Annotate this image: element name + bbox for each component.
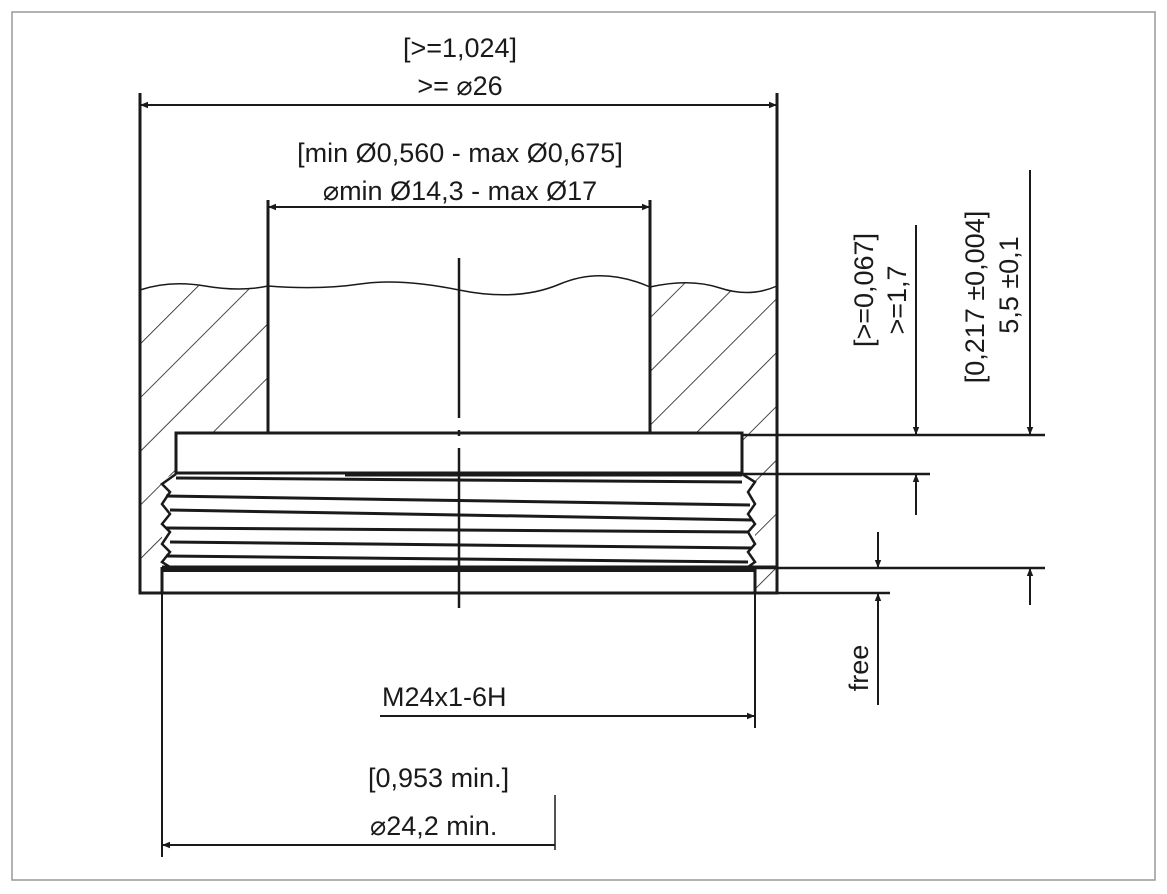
bore-diameter-dimension: [min Ø0,560 - max Ø0,675] ⌀min Ø14,3 - m… <box>268 138 650 211</box>
thread-spec-callout: M24x1-6H <box>380 593 756 728</box>
min-diameter-dimension: [0,953 min.] ⌀24,2 min. <box>161 593 556 857</box>
outer-diameter-dimension: [>=1,024] >= ⌀26 <box>140 33 777 109</box>
groove-depth-dimension: [>=0,067] >=1,7 <box>849 225 920 515</box>
thread-depth-dimension: [0,217 ±0,004] 5,5 ±0,1 <box>960 170 1034 605</box>
free-label: free <box>844 645 874 692</box>
bore-diameter-inch: [min Ø0,560 - max Ø0,675] <box>297 138 623 168</box>
outer-diameter-mm: >= ⌀26 <box>417 71 502 101</box>
min-diameter-inch: [0,953 min.] <box>368 763 509 793</box>
thread-depth-inch: [0,217 ±0,004] <box>960 211 990 383</box>
thread-spec: M24x1-6H <box>382 682 507 712</box>
thread-depth-mm: 5,5 ±0,1 <box>994 236 1024 333</box>
min-diameter-mm: ⌀24,2 min. <box>370 811 497 841</box>
groove-depth-inch: [>=0,067] <box>849 233 879 347</box>
section-hatching <box>140 282 777 593</box>
outer-diameter-inch: [>=1,024] <box>403 33 517 63</box>
bore-diameter-mm: ⌀min Ø14,3 - max Ø17 <box>323 176 597 206</box>
extension-lines <box>742 433 1045 595</box>
drawing-frame <box>11 11 1156 881</box>
free-dimension: free <box>844 532 882 705</box>
groove-depth-mm: >=1,7 <box>882 265 912 334</box>
